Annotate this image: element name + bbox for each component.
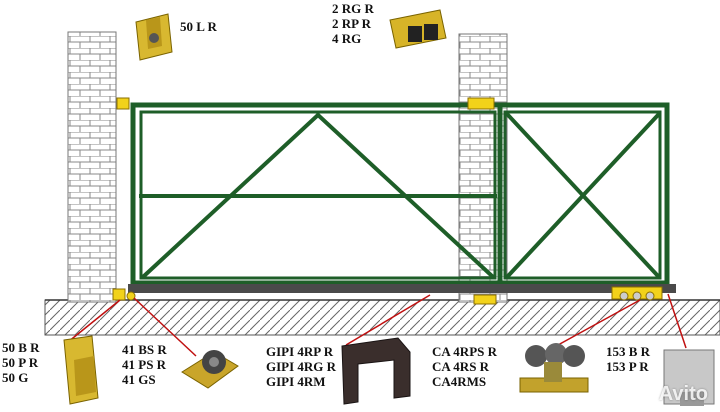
top-bracket-label-line: 50 L R [180,19,217,34]
guide-rail-label-line: GIPI 4RM [266,374,326,389]
leader-lines [67,293,687,357]
end-cap-label-line: 153 B R [606,344,651,359]
end-cap-label-line: 153 P R [606,359,649,374]
support-roller-label-line: 41 GS [122,372,156,387]
bottom-roller-fitting [473,294,497,305]
top-bracket-label: 50 L R [180,19,217,34]
end-stop-label-line: 50 B R [2,340,40,355]
gate-frame [130,102,670,286]
carriage-product-image [519,343,589,393]
top-bracket-fitting [116,97,130,110]
support-roller-product-image [181,350,239,389]
support-roller-fitting [126,291,136,301]
guide-rail-beam [128,284,676,293]
ground [44,299,720,336]
end-stop-product-image [63,335,99,405]
end-stop-label-line: 50 P R [2,355,39,370]
guide-rail-label-line: GIPI 4RP R [266,344,334,359]
top-roller-label-line: 4 RG [332,31,362,46]
carriage-label-line: CA 4RPS R [432,344,498,359]
carriage-label-line: CA 4RS R [432,359,490,374]
top-roller-product-image [389,9,447,49]
top-roller-fitting [467,97,495,110]
end-stop-fitting [112,288,126,301]
top-bracket-product-image [135,13,173,61]
end-stop-label: 50 B R 50 P R 50 G [2,340,40,385]
carriage-label-line: CA4RMS [432,374,487,389]
top-roller-label: 2 RG R 2 RP R 4 RG [332,1,374,46]
top-roller-label-line: 2 RG R [332,1,374,16]
watermark: Avito [658,383,708,405]
end-cap-label: 153 B R 153 P R [606,344,650,374]
carriage-label: CA 4RPS R CA 4RS R CA4RMS [432,344,497,389]
fittings [112,97,663,305]
support-roller-label-line: 41 PS R [122,357,167,372]
end-stop-label-line: 50 G [2,370,29,385]
top-roller-label-line: 2 RP R [332,16,371,31]
guide-rail-product-image [341,337,411,405]
end-cap-product-image [663,349,715,406]
guide-rail-label-line: GIPI 4RG R [266,359,337,374]
support-roller-label: 41 BS R 41 PS R 41 GS [122,342,167,387]
left-brick-pillar [67,31,117,303]
support-roller-label-line: 41 BS R [122,342,167,357]
guide-rail-label: GIPI 4RP R GIPI 4RG R GIPI 4RM [266,344,336,389]
